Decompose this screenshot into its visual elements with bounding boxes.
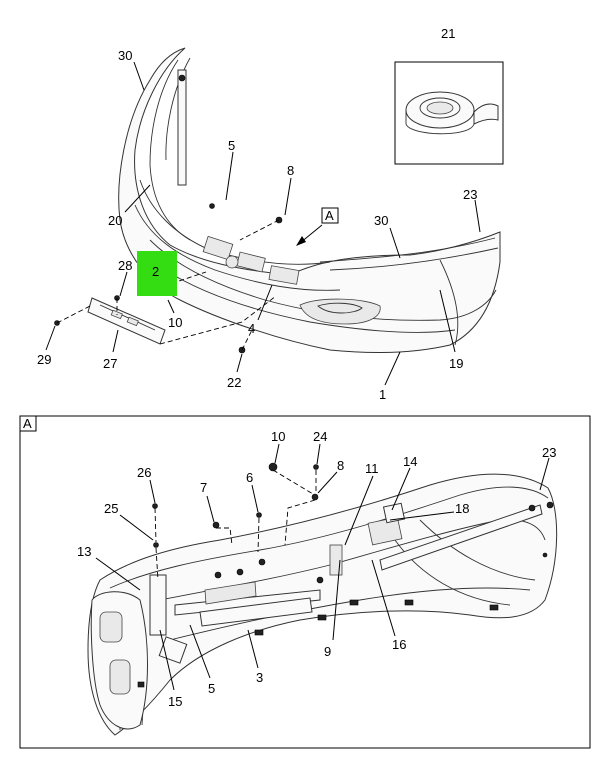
tape-roll-21-drawing — [405, 91, 499, 135]
detail-callout-7: 7 — [200, 480, 207, 495]
detail-callout-24: 24 — [313, 429, 327, 444]
detail-callout-8: 8 — [337, 458, 344, 473]
callout-20: 20 — [108, 213, 122, 228]
detail-callout-3: 3 — [256, 670, 263, 685]
detail-callout-18: 18 — [455, 501, 469, 516]
detail-21-box — [394, 61, 504, 165]
callout-27: 27 — [103, 356, 117, 371]
callout-28: 28 — [118, 258, 132, 273]
callout-19: 19 — [449, 356, 463, 371]
highlight-box-2[interactable] — [137, 251, 177, 296]
bumper-top-view: A 21 30 5 8 23 30 20 28 2 10 4 19 29 27 … — [37, 26, 504, 402]
detail-callout-10: 10 — [271, 429, 285, 444]
detail-callout-11: 11 — [365, 461, 379, 476]
detail-callout-23: 23 — [542, 445, 556, 460]
bracket-27-drawing — [87, 297, 166, 345]
callout-30: 30 — [118, 48, 132, 63]
detail-callout-9: 9 — [324, 644, 331, 659]
callout-23: 23 — [463, 187, 477, 202]
detail-callout-26: 26 — [137, 465, 151, 480]
detail-callout-15: 15 — [168, 694, 182, 709]
callout-1: 1 — [379, 387, 386, 402]
callout-22: 22 — [227, 375, 241, 390]
detail-callout-16: 16 — [392, 637, 406, 652]
callout-2[interactable]: 2 — [152, 264, 159, 279]
view-tag-A: A — [325, 208, 334, 223]
callout-21: 21 — [441, 26, 455, 41]
callout-8: 8 — [287, 163, 294, 178]
detail-callout-5: 5 — [208, 681, 215, 696]
callout-30: 30 — [374, 213, 388, 228]
detail-callout-6: 6 — [246, 470, 253, 485]
callout-29: 29 — [37, 352, 51, 367]
detail-frame — [19, 415, 591, 749]
callout-4: 4 — [248, 321, 255, 336]
bumper-fascia-drawing — [118, 47, 501, 353]
detail-view-A: A — [19, 415, 591, 749]
callout-10: 10 — [168, 315, 182, 330]
detail-label-A: A — [23, 416, 32, 431]
detail-callout-25: 25 — [104, 501, 118, 516]
detail-callout-13: 13 — [77, 544, 91, 559]
detail-callout-14: 14 — [403, 454, 417, 469]
callout-5: 5 — [228, 138, 235, 153]
